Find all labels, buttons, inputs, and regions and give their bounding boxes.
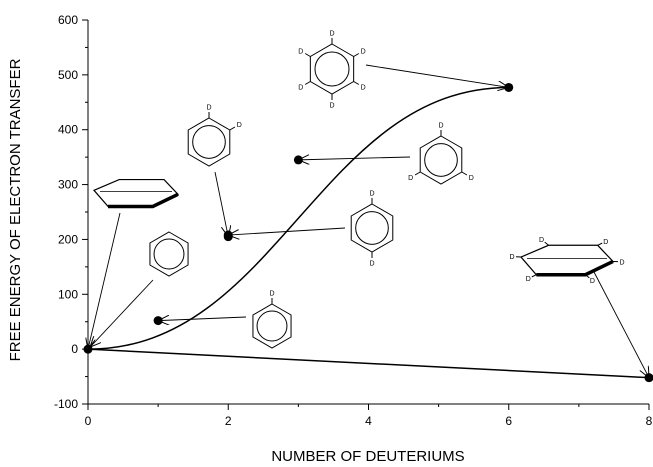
- x-tick-label: 4: [365, 414, 372, 428]
- data-point: [644, 373, 653, 383]
- deuterium-label: D: [298, 49, 303, 56]
- y-tick-label: 0: [71, 342, 78, 356]
- y-tick-label: -100: [54, 397, 78, 411]
- deuterium-label: D: [269, 291, 274, 298]
- annotation-arrow: [158, 317, 247, 321]
- molecule-monodeutero-benzene: D: [252, 291, 292, 349]
- annotation-arrow: [228, 227, 346, 235]
- annotation-arrow: [365, 64, 509, 87]
- boat-front-edge: [108, 192, 179, 209]
- deuterium-label: D: [298, 85, 303, 92]
- y-axis-title: FREE ENERGY OF ELECTRON TRANSFER: [7, 58, 24, 361]
- aromatic-circle: [424, 143, 458, 177]
- deuterium-label: D: [590, 278, 595, 285]
- molecule-benzene: [149, 231, 189, 277]
- aromatic-circle: [355, 211, 389, 245]
- c-d-bond: [229, 126, 236, 131]
- benzene-ring: [419, 135, 463, 185]
- deuterium-label: D: [408, 175, 413, 182]
- boat-ring: [520, 244, 615, 276]
- c-d-bond: [597, 242, 603, 246]
- y-tick-label: 500: [58, 68, 78, 82]
- c-d-bond: [304, 53, 311, 57]
- x-tick-label: 2: [225, 414, 232, 428]
- annotation-arrow: [593, 271, 649, 378]
- aromatic-circle: [256, 310, 288, 342]
- deuterium-label: D: [619, 259, 624, 266]
- y-tick-label: 600: [58, 13, 78, 27]
- data-point: [83, 344, 93, 354]
- c-d-bond: [531, 274, 537, 278]
- data-point: [223, 230, 233, 240]
- benzene-ring: [252, 303, 292, 349]
- data-point: [153, 316, 163, 326]
- c-d-bond: [461, 171, 468, 176]
- annotation-arrow: [88, 212, 121, 349]
- x-axis-title: NUMBER OF DEUTERIUMS: [271, 448, 464, 465]
- c-d-bond: [353, 81, 360, 85]
- data-points: [83, 82, 653, 383]
- aromatic-circle: [192, 125, 226, 159]
- x-tick-label: 6: [505, 414, 512, 428]
- deuterium-label: D: [539, 237, 544, 244]
- aromatic-circle: [153, 238, 185, 270]
- annotation-arrow: [298, 157, 411, 160]
- boat-ring: [93, 178, 180, 208]
- annotation-arrows: [88, 64, 649, 378]
- c-d-bond: [353, 53, 360, 57]
- deuterium-label: D: [361, 85, 366, 92]
- x-tick-label: 0: [85, 414, 92, 428]
- deuterium-label: D: [237, 122, 242, 129]
- molecule-boat-hexadeutero-benzene: D D D D D D: [509, 237, 624, 285]
- data-point: [293, 155, 303, 165]
- c-d-bond: [544, 241, 549, 246]
- annotation-arrow: [214, 171, 228, 237]
- molecule-hexadeutero-benzene: D D D D D D: [298, 31, 365, 110]
- deuterium-label: D: [603, 239, 608, 246]
- curve-sigmoid: [87, 86, 509, 350]
- deuterium-label: D: [361, 49, 366, 56]
- molecule-ortho-dideutero-benzene: DD: [187, 105, 242, 167]
- deuterium-label: D: [206, 105, 211, 112]
- deuterium-label: D: [369, 191, 374, 198]
- aromatic-circle: [314, 51, 350, 87]
- deuterium-label: D: [329, 31, 334, 38]
- c-d-bond: [585, 274, 590, 279]
- deuterium-label: D: [509, 254, 514, 261]
- deuterium-label: D: [469, 175, 474, 182]
- deuterium-label: D: [526, 276, 531, 283]
- curve-line: [87, 348, 650, 379]
- axes: 0 2 4 6 8 -100 0 100 200 300 400 500 600: [54, 13, 653, 428]
- deuterium-label: D: [438, 123, 443, 130]
- c-d-bond: [414, 171, 421, 176]
- molecule-boat-benzene: [93, 178, 180, 209]
- molecule-trideutero-benzene: D D D: [408, 123, 474, 185]
- annotation-arrow: [90, 279, 154, 347]
- benzene-ring: [149, 231, 189, 277]
- data-point: [504, 82, 514, 92]
- deuterium-label: D: [329, 103, 334, 110]
- molecule-para-dideutero-benzene: DD: [350, 191, 394, 268]
- fit-curves: [87, 86, 650, 379]
- boat-front-edge: [536, 259, 614, 277]
- y-tick-label: 100: [58, 287, 78, 301]
- deuterium-label: D: [369, 261, 374, 268]
- y-tick-label: 300: [58, 178, 78, 192]
- y-tick-label: 200: [58, 232, 78, 246]
- c-d-bond: [304, 81, 311, 85]
- y-tick-label: 400: [58, 123, 78, 137]
- x-tick-label: 8: [646, 414, 653, 428]
